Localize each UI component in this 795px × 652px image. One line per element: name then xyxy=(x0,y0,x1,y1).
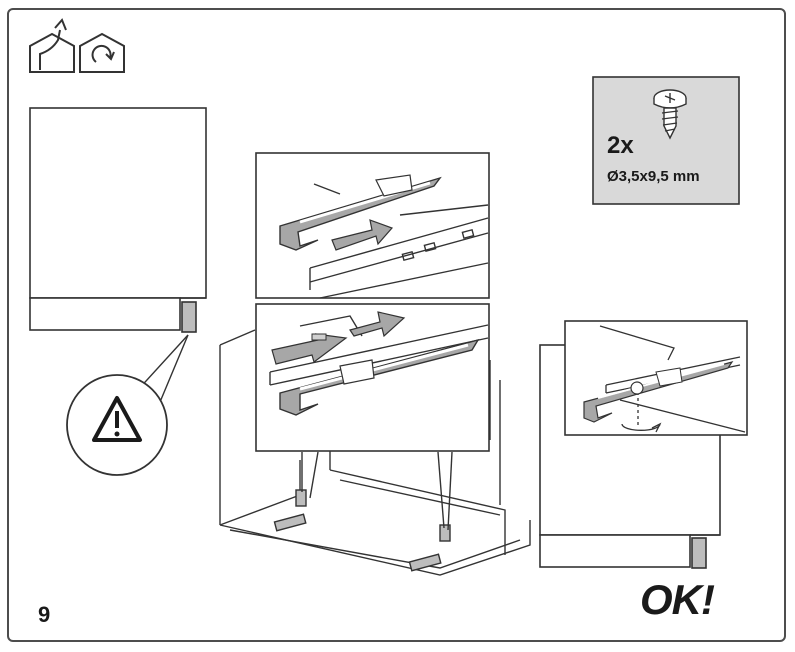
inset-middle xyxy=(255,303,490,452)
step-number: 9 xyxy=(38,602,51,627)
cabinet-left xyxy=(29,107,207,333)
hood-unit xyxy=(219,329,531,576)
screw-icon xyxy=(653,89,687,140)
page-border xyxy=(7,8,786,642)
house-install-icon xyxy=(29,18,75,73)
screw-size: Ø3,5x9,5 mm xyxy=(607,168,700,185)
screw-callout-box xyxy=(592,76,740,205)
ok-label: OK! xyxy=(640,576,715,623)
inset-right xyxy=(564,320,748,436)
screw-quantity: 2x xyxy=(607,132,634,159)
warning-icon xyxy=(66,334,189,476)
house-rotate-icon xyxy=(79,32,125,73)
inset-top xyxy=(255,152,490,299)
